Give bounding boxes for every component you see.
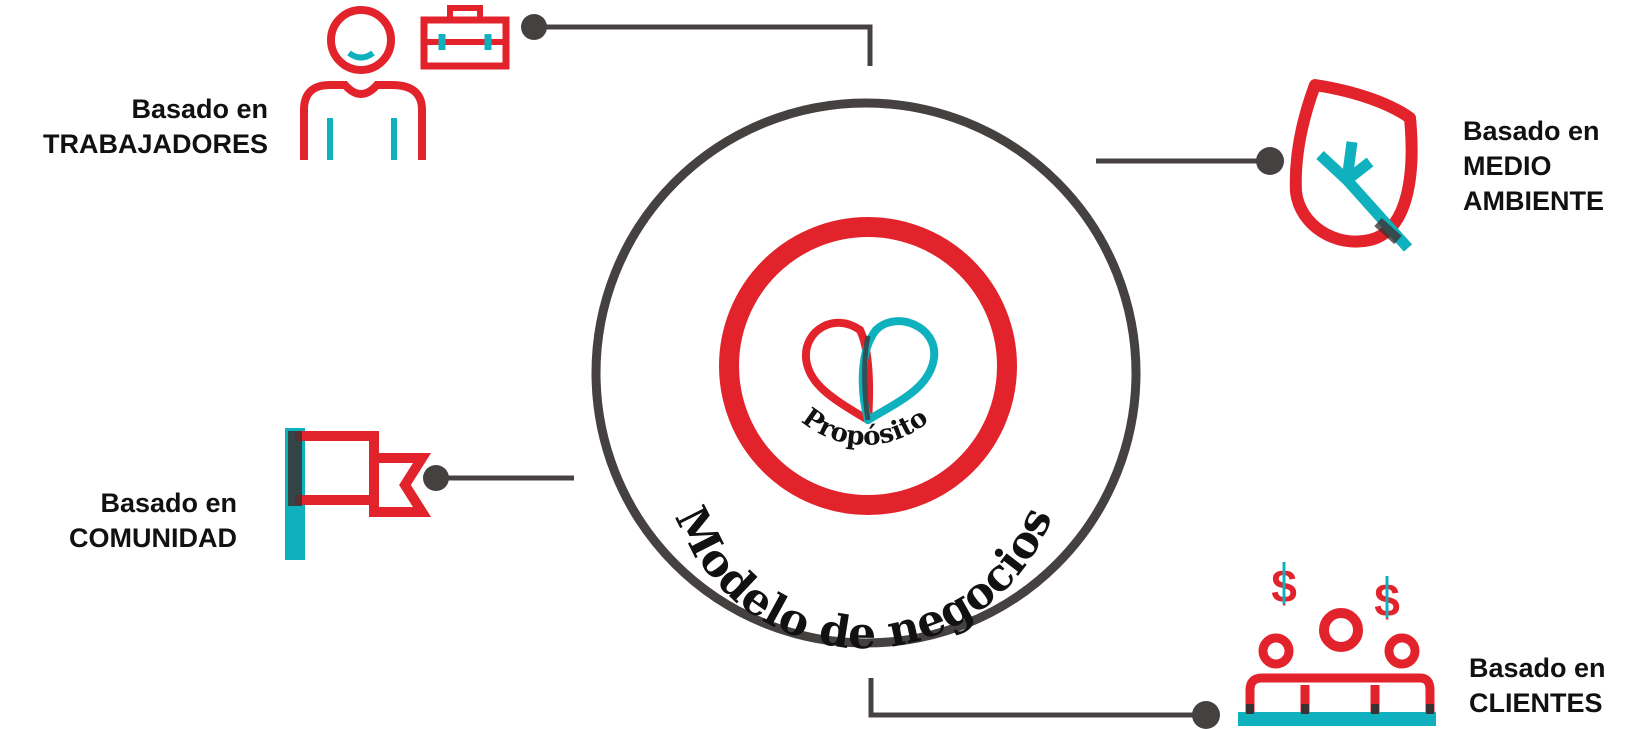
customers-with-dollar-icon: $ $: [1238, 560, 1436, 726]
connector-clientes: [868, 678, 1220, 729]
business-model-label: Modelo de negocios: [665, 498, 1063, 659]
connector-trabajadores: [521, 14, 873, 66]
connector-medio-ambiente: [1096, 147, 1284, 175]
label-medio-ambiente: Basado en MEDIO AMBIENTE: [1463, 114, 1604, 219]
flag-icon: [285, 428, 432, 560]
label-comunidad: Basado en COMUNIDAD: [69, 486, 237, 556]
business-model-circle: [591, 98, 1141, 648]
purpose-ring: [719, 217, 1017, 515]
label-medio-ambiente-line3: AMBIENTE: [1463, 186, 1604, 216]
label-medio-ambiente-line1: Basado en: [1463, 116, 1600, 146]
label-comunidad-line1: Basado en: [100, 488, 237, 518]
connector-comunidad: [423, 465, 574, 491]
label-medio-ambiente-line2: MEDIO: [1463, 151, 1552, 181]
label-clientes-line1: Basado en: [1469, 653, 1606, 683]
heart-icon: [801, 317, 939, 424]
label-trabajadores-line1: Basado en: [131, 94, 268, 124]
label-clientes: Basado en CLIENTES: [1469, 651, 1606, 721]
leaf-icon: [1289, 79, 1418, 252]
label-clientes-line2: CLIENTES: [1469, 688, 1603, 718]
worker-with-briefcase-icon: [300, 5, 510, 160]
label-comunidad-line2: COMUNIDAD: [69, 523, 237, 553]
label-trabajadores-line2: TRABAJADORES: [42, 129, 268, 159]
label-trabajadores: Basado en TRABAJADORES: [43, 92, 268, 162]
